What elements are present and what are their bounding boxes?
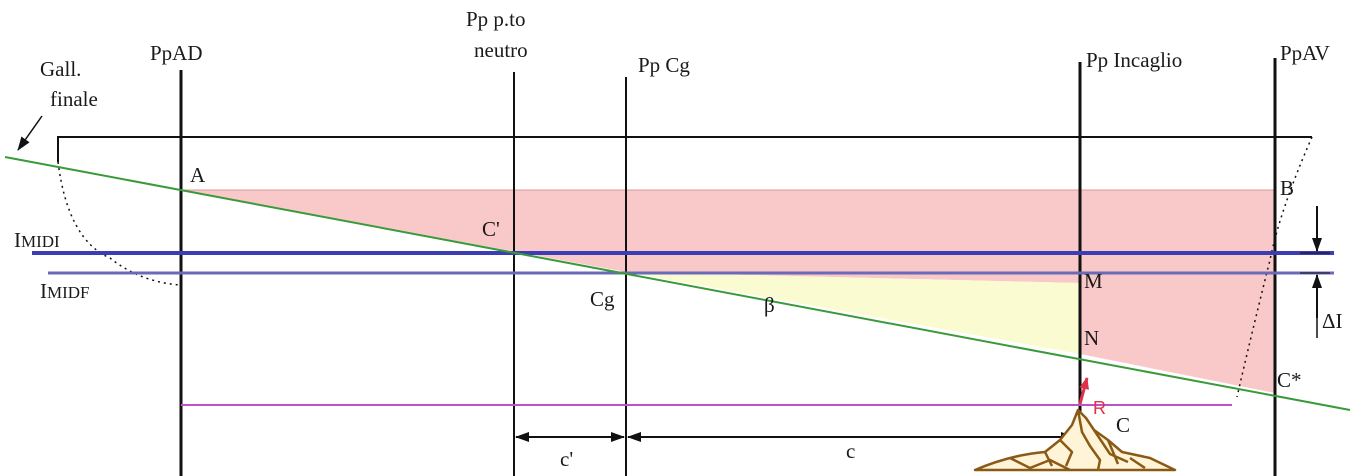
c-prime-point-label: C' xyxy=(482,217,500,241)
gall-finale-arrow xyxy=(17,115,43,151)
dim-c-label: c xyxy=(846,439,855,463)
delta-i-label: ΔI xyxy=(1322,309,1343,333)
final-waterline xyxy=(4,156,1351,411)
point-n-label: N xyxy=(1084,326,1099,350)
pink-region xyxy=(181,190,1275,393)
gall-label: Gall. xyxy=(40,57,81,81)
ppav-label: PpAV xyxy=(1280,41,1330,65)
point-c-label: C xyxy=(1116,413,1130,437)
ppad-label: PpAD xyxy=(150,41,203,65)
neutro-label: neutro xyxy=(474,38,528,62)
rock-icon xyxy=(973,408,1177,472)
reaction-arrow xyxy=(1078,377,1089,405)
pp-incaglio-label: Pp Incaglio xyxy=(1086,48,1182,72)
dim-c-prime-label: c' xyxy=(560,447,573,471)
cg-label: Cg xyxy=(590,287,615,311)
hull-aft-dotted xyxy=(57,161,181,286)
hull-outline xyxy=(57,136,1312,162)
yellow-region xyxy=(626,272,1080,354)
finale-label: finale xyxy=(50,87,98,111)
point-b-label: B xyxy=(1280,176,1294,200)
pp-pto-label: Pp p.to xyxy=(466,7,526,31)
point-a-label: A xyxy=(190,163,206,187)
beta-label: β xyxy=(764,293,775,317)
point-m-label: M xyxy=(1084,269,1103,293)
imidf-label: IMIDF xyxy=(40,279,90,303)
c-star-label: C* xyxy=(1277,368,1302,392)
r-label: R xyxy=(1093,398,1106,418)
pp-cg-label: Pp Cg xyxy=(638,53,690,77)
imidi-label: IMIDI xyxy=(14,228,60,252)
